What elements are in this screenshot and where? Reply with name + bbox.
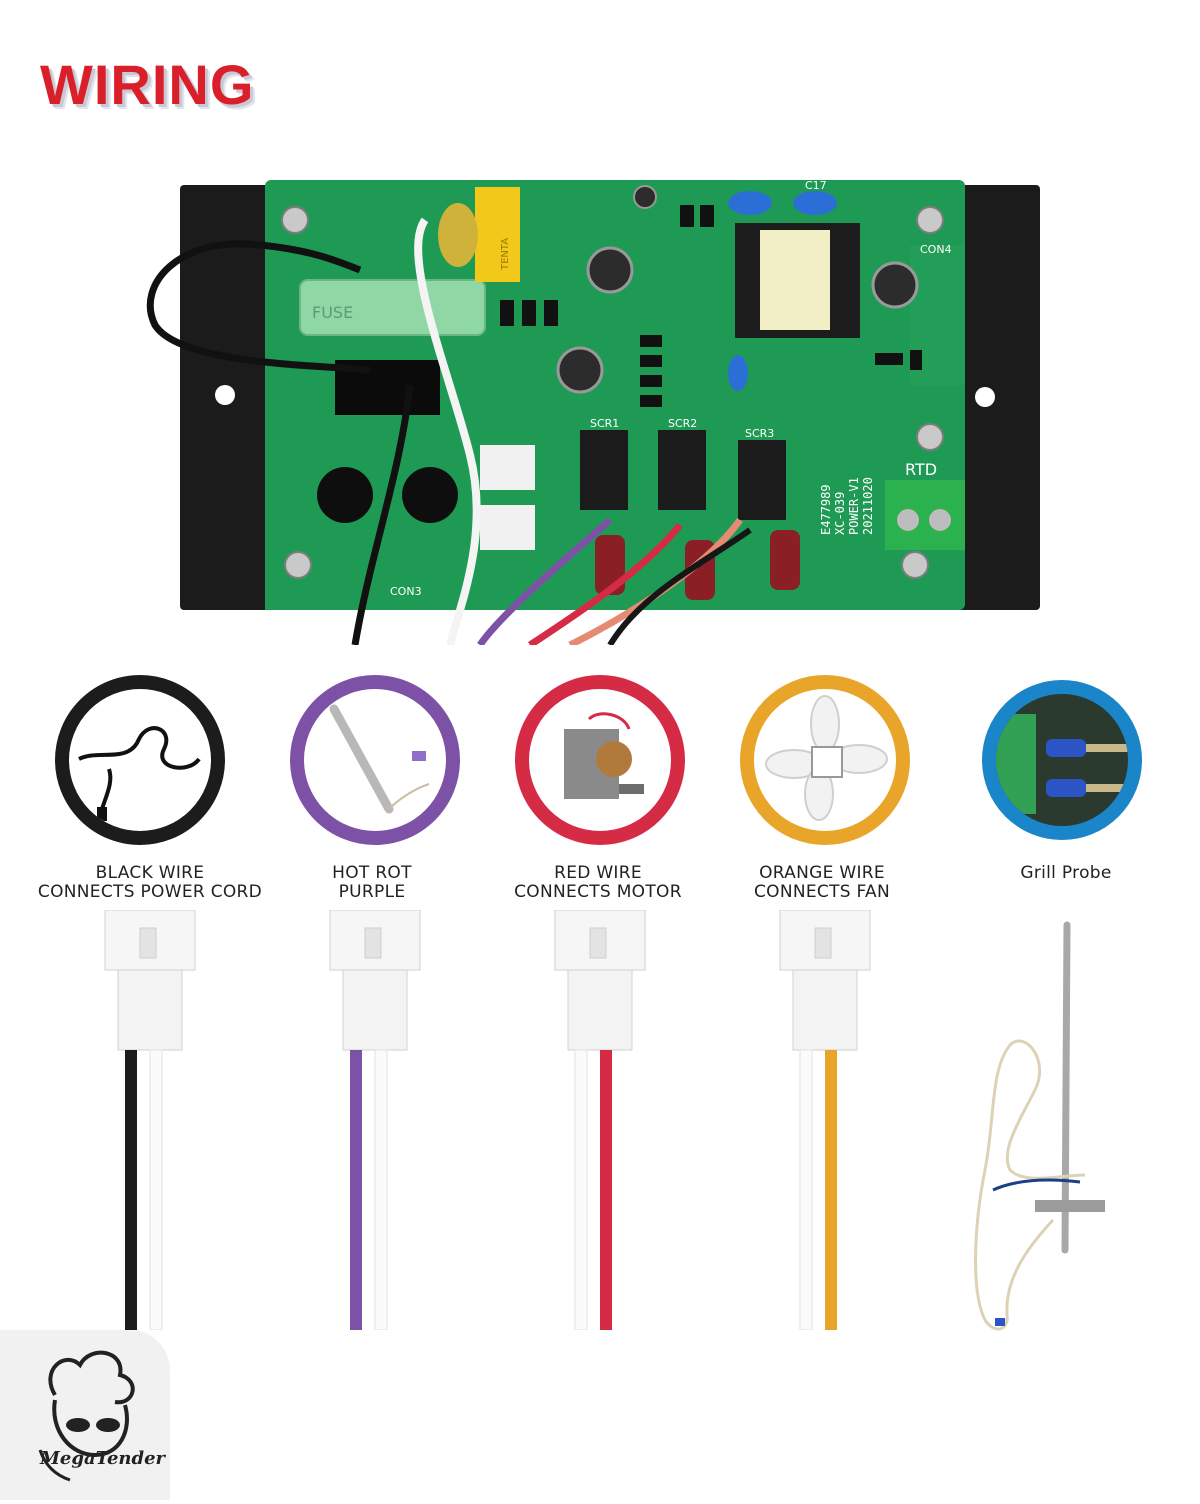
fuse-holder [299,279,486,336]
rtd-label: RTD [905,460,937,479]
silk-scr2: SCR2 [668,417,697,430]
rtd-terminal [885,480,965,550]
label-hot-rod: HOT ROT PURPLE [332,863,412,902]
connector-red [554,910,646,1330]
black-power-loop [146,240,371,374]
fuse-label: FUSE [312,303,353,322]
cap-small [633,185,657,209]
fan-icon [740,675,910,845]
page-title: WIRING [40,53,255,116]
grill-probe-icon [982,680,1142,840]
varistor [438,203,478,267]
silk-con3: CON3 [390,585,422,598]
control-board-svg: FUSE TENTA [146,179,1040,649]
blue-cap-c13 [728,191,772,215]
purple-wire [477,517,613,647]
silk-con4: CON4 [920,243,952,256]
silk-scr3: SCR3 [745,427,774,440]
blue-cap-c14 [728,355,748,391]
black-wire-right [607,527,752,647]
capacitor-mark: TENTA [500,238,511,271]
cap-2 [556,346,604,394]
black-wire-down [351,384,414,646]
auger-motor-icon [515,675,685,845]
x-capacitor [475,187,520,282]
connector-orange [779,910,871,1330]
silk-line-1: E477989 [819,484,833,535]
control-board-photo: FUSE TENTA [140,175,1060,649]
connector-purple [329,910,421,1330]
silk-c17: C17 [805,179,827,192]
red-wire [528,522,683,648]
silk-scr1: SCR1 [590,417,619,430]
chef-logo-icon [38,1350,135,1482]
pcb-hole-1 [317,467,373,523]
screw-icons [281,206,944,579]
logo-text: MegaTender [40,1448,166,1469]
cap-3 [871,261,919,309]
white-wire [414,217,481,646]
plate-hole-left [215,385,235,405]
grill-probe-photo [974,921,1105,1331]
ic1 [480,445,535,490]
scr-group [580,430,786,520]
smd-resistors [500,205,922,407]
ic2 [480,505,535,550]
connector-black [104,910,196,1330]
pcb-hole-2 [402,467,458,523]
plate-hole-right [975,387,995,407]
silk-line-4: 20211020 [861,477,875,535]
brand-logo: MegaTender [0,1330,170,1500]
label-black-wire: BLACK WIRE CONNECTS POWER CORD [37,863,263,902]
blue-cap-c17 [793,191,837,215]
label-orange-wire: ORANGE WIRE CONNECTS FAN [753,863,891,902]
label-grill-probe: Grill Probe [1020,863,1112,883]
silk-line-3: POWER-V1 [847,477,861,535]
power-cord-icon [55,675,225,845]
silk-line-2: XC-039 [833,492,847,535]
label-red-wire: RED WIRE CONNECTS MOTOR [514,863,682,902]
cap-1 [586,246,634,294]
hot-rod-icon [290,675,460,845]
